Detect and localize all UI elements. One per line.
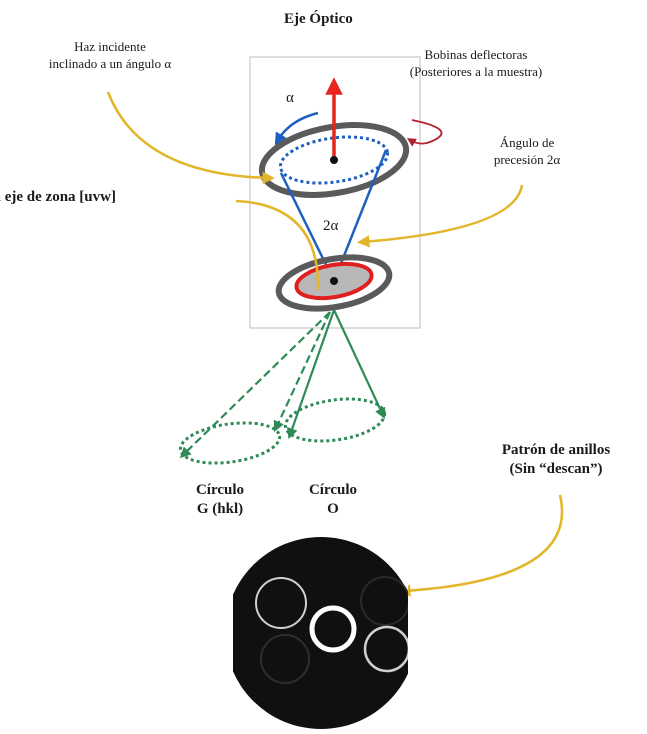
incident-beam-label: Haz incidente inclinado a un ángulo α xyxy=(18,38,202,72)
circle-o-label: Círculo O xyxy=(293,481,373,519)
circle-g-line-1: Círculo xyxy=(195,482,245,498)
deflector-rotation-arrow xyxy=(406,119,443,147)
zone-axis-callout xyxy=(235,199,320,291)
ring-pattern-line-1: Patrón de anillos xyxy=(501,442,611,458)
sample-center-dot xyxy=(330,277,338,285)
zone-axis-label: en eje de zona [uvw] xyxy=(0,189,116,205)
ring-pattern-svg xyxy=(233,533,408,734)
deflector-line-1: Bobinas deflectoras xyxy=(424,47,528,62)
ring-upper-right xyxy=(360,576,408,626)
green-dashed-left xyxy=(179,311,331,459)
green-solid-left xyxy=(287,309,336,440)
green-dashed-right xyxy=(273,311,331,432)
alpha-rotation-arrow xyxy=(274,111,319,146)
pattern-disc xyxy=(233,537,408,729)
sample-red-ring xyxy=(294,261,374,301)
precession-line-1: Ángulo de xyxy=(499,135,555,150)
precession-angle-label: Ángulo de precesión 2α xyxy=(472,134,582,168)
incident-beam-line-2: inclinado a un ángulo α xyxy=(48,56,172,71)
circle-o-dotted xyxy=(283,397,387,443)
circle-g-line-2: G (hkl) xyxy=(196,501,244,517)
upper-center-dot xyxy=(330,156,338,164)
incident-beam-line-1: Haz incidente xyxy=(74,39,146,54)
green-solid-right xyxy=(333,309,386,419)
ring-lower-left xyxy=(260,634,310,684)
ring-pattern-line-2: (Sin “descan”) xyxy=(509,461,603,477)
two-alpha-label: 2α xyxy=(323,218,339,234)
circle-o-line-1: Círculo xyxy=(308,482,358,498)
column-frame xyxy=(249,56,421,329)
ring-upper-left xyxy=(255,577,307,629)
incident-beam-callout xyxy=(106,91,275,185)
ring-pattern-image xyxy=(233,533,408,734)
deflector-coils-label: Bobinas deflectoras (Posteriores a la mu… xyxy=(376,46,576,80)
alpha-label: α xyxy=(286,90,294,106)
circle-g-dotted xyxy=(178,421,282,465)
ring-pattern-callout xyxy=(398,494,564,597)
optical-axis-label: Eje Óptico xyxy=(284,11,353,27)
upper-coil-ring xyxy=(258,122,410,198)
upper-precession-circle xyxy=(278,135,390,185)
precession-line-2: precesión 2α xyxy=(493,152,561,167)
ring-pattern-label: Patrón de anillos (Sin “descan”) xyxy=(476,441,636,479)
ring-lower-right xyxy=(363,625,408,673)
lower-coil-ring xyxy=(275,254,393,312)
deflector-line-2: (Posteriores a la muestra) xyxy=(409,64,543,79)
circle-g-label: Círculo G (hkl) xyxy=(180,481,260,519)
circle-o-line-2: O xyxy=(327,501,339,517)
precession-angle-callout xyxy=(357,184,524,248)
ring-center-bright xyxy=(309,605,357,653)
